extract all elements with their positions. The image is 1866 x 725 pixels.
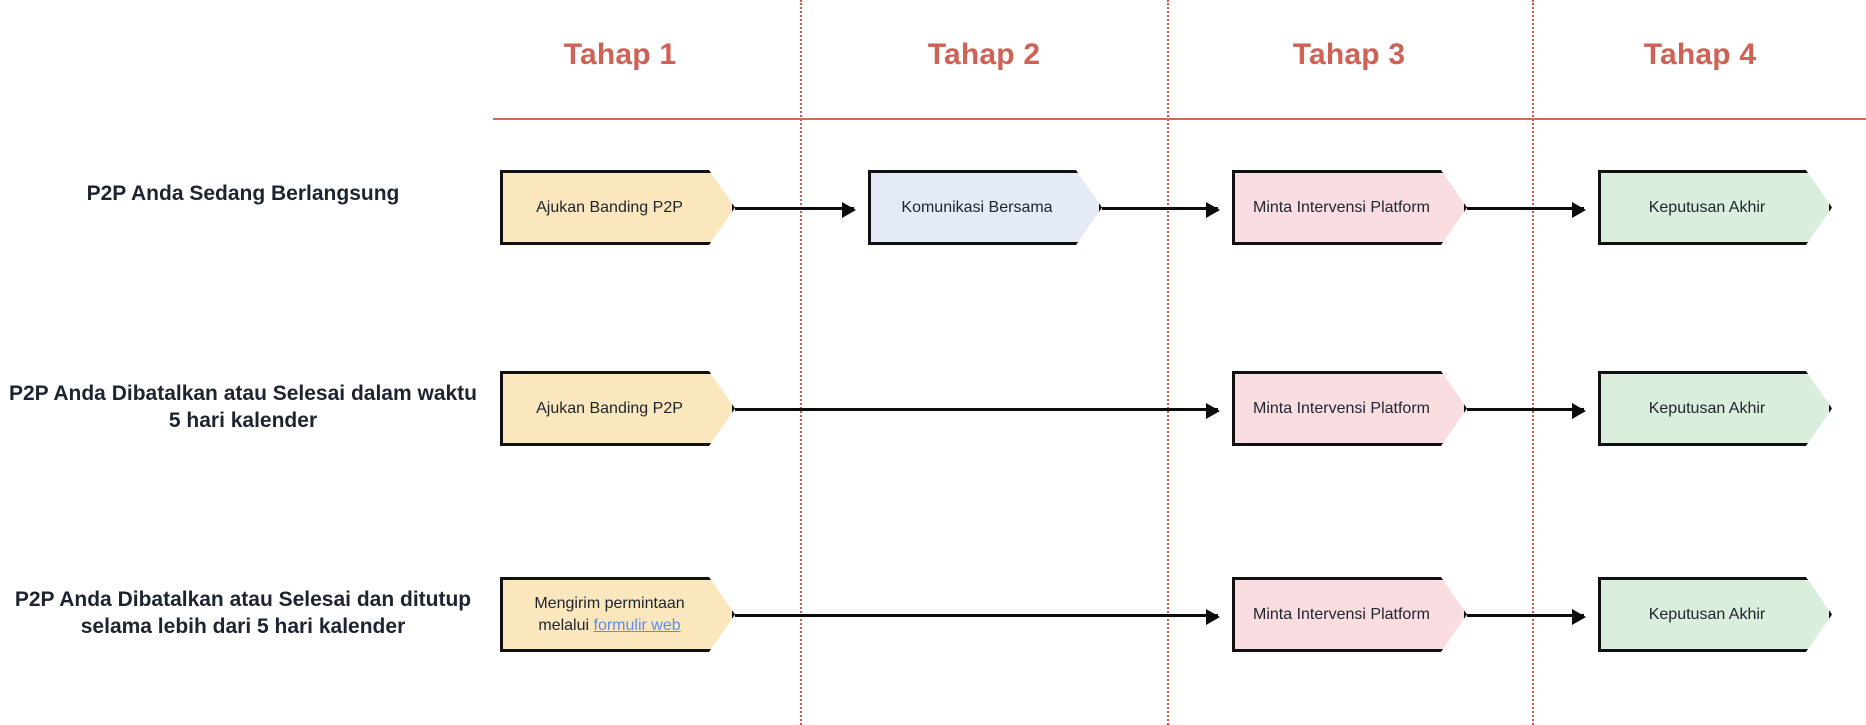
step-komunikasi-bersama-row1[interactable]: Komunikasi Bersama: [868, 170, 1102, 245]
arrowhead-icon: [842, 202, 856, 218]
connector-row1-1: [735, 202, 856, 218]
phase-divider-1: [800, 0, 802, 725]
step-minta-intervensi-platform-row1[interactable]: Minta Intervensi Platform: [1232, 170, 1467, 245]
phase-divider-2: [1167, 0, 1169, 725]
step-keputusan-akhir-row1[interactable]: Keputusan Akhir: [1598, 170, 1832, 245]
arrowhead-icon: [1572, 403, 1586, 419]
arrowhead-icon: [1206, 609, 1220, 625]
connector-row3-1: [735, 609, 1220, 625]
connector-row1-2: [1102, 202, 1220, 218]
phase-divider-3: [1532, 0, 1534, 725]
step-label: Keputusan Akhir: [1648, 399, 1766, 417]
phase-header-4: Tahap 4: [1643, 38, 1757, 71]
step-ajukan-banding-p2p-row1[interactable]: Ajukan Banding P2P: [500, 170, 735, 245]
arrowhead-icon: [1206, 403, 1220, 419]
step-label: Ajukan Banding P2P: [536, 198, 683, 216]
arrowhead-icon: [1572, 609, 1586, 625]
step-minta-intervensi-platform-row2[interactable]: Minta Intervensi Platform: [1232, 371, 1467, 446]
connector-row2-1: [735, 403, 1220, 419]
connector-row2-2: [1467, 403, 1586, 419]
step-label-lead: Mengirim permintaan melalui: [534, 595, 685, 634]
step-label: Minta Intervensi Platform: [1253, 198, 1430, 216]
step-label: Minta Intervensi Platform: [1253, 399, 1430, 417]
arrowhead-icon: [1572, 202, 1586, 218]
row-label-cancelled-within-5-days: P2P Anda Dibatalkan atau Selesai dalam w…: [8, 382, 478, 432]
step-label: Mengirim permintaan melalui formulir web: [513, 593, 706, 635]
arrowhead-icon: [1206, 202, 1220, 218]
connector-row3-2: [1467, 609, 1586, 625]
connector-row1-3: [1467, 202, 1586, 218]
row-label-ongoing: P2P Anda Sedang Berlangsung: [86, 182, 400, 205]
step-label: Komunikasi Bersama: [901, 198, 1053, 216]
phase-header-1: Tahap 1: [563, 38, 677, 71]
step-kirim-permintaan-formulir-web-row3[interactable]: Mengirim permintaan melalui formulir web: [500, 577, 735, 652]
step-label: Keputusan Akhir: [1648, 605, 1766, 623]
step-minta-intervensi-platform-row3[interactable]: Minta Intervensi Platform: [1232, 577, 1467, 652]
header-separator-rule: [493, 118, 1866, 120]
row-label-cancelled-over-5-days: P2P Anda Dibatalkan atau Selesai dan dit…: [14, 588, 472, 638]
step-ajukan-banding-p2p-row2[interactable]: Ajukan Banding P2P: [500, 371, 735, 446]
step-keputusan-akhir-row2[interactable]: Keputusan Akhir: [1598, 371, 1832, 446]
step-label: Keputusan Akhir: [1648, 198, 1766, 216]
step-label: Ajukan Banding P2P: [536, 399, 683, 417]
formulir-web-link[interactable]: formulir web: [593, 616, 681, 634]
phase-header-2: Tahap 2: [927, 38, 1041, 71]
step-label: Minta Intervensi Platform: [1253, 605, 1430, 623]
phase-header-3: Tahap 3: [1292, 38, 1406, 71]
step-keputusan-akhir-row3[interactable]: Keputusan Akhir: [1598, 577, 1832, 652]
